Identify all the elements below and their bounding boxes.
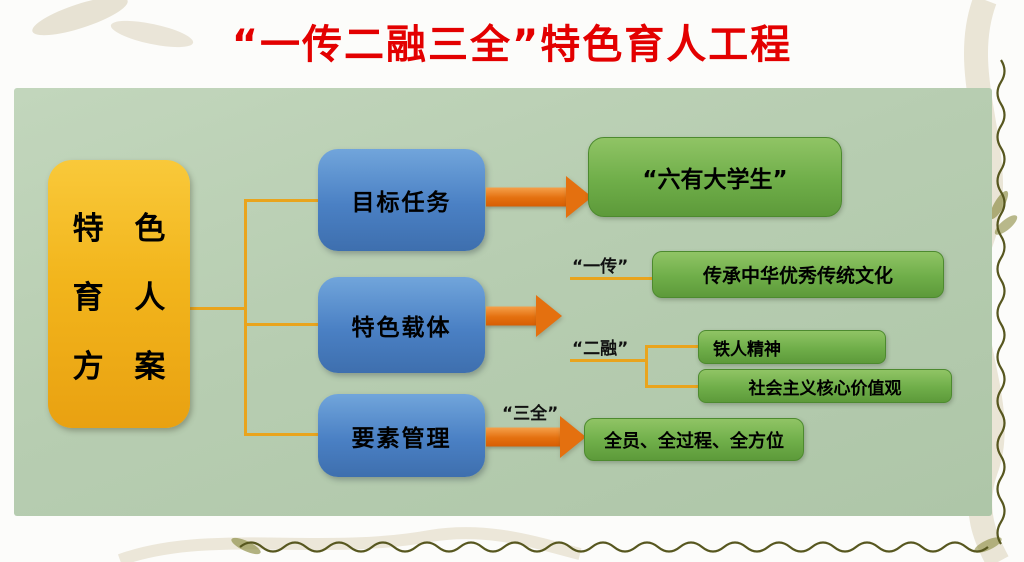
result-label: “六有大学生” [642, 167, 788, 193]
tag-sanquan: “三全” [502, 404, 559, 424]
connector-to-goal-task [244, 199, 318, 202]
connector-root-stub [189, 307, 246, 310]
connector-to-management [244, 433, 318, 436]
result-box-heritage-culture: 传承中华优秀传统文化 [652, 251, 944, 298]
result-box-six-haves: “六有大学生” [588, 137, 842, 217]
arrow-icon-goal-to-result [486, 176, 592, 218]
leaf-decoration [32, 0, 128, 36]
tag-yichuan: “一传” [572, 257, 629, 277]
arrow-head [566, 176, 592, 218]
connector-to-ironman [646, 345, 698, 348]
result-label: 全员、全过程、全方位 [604, 430, 784, 452]
branch-label: 要素管理 [351, 425, 452, 452]
arrow-body [486, 306, 540, 326]
arrow-icon-management-to-result [486, 416, 586, 458]
result-label: 社会主义核心价值观 [748, 378, 902, 399]
branch-box-element-management: 要素管理 [318, 394, 485, 477]
arrow-head [536, 295, 562, 337]
leaf-decoration [994, 215, 1018, 235]
result-label: 传承中华优秀传统文化 [702, 265, 893, 287]
root-box-line: 方 案 [72, 348, 176, 385]
connector-yichuan-line [570, 277, 652, 280]
leaf-decoration [231, 537, 261, 555]
squiggle-right-decoration [996, 59, 1006, 545]
result-label: 铁人精神 [713, 339, 781, 360]
ribbon-bottom-decoration [117, 527, 582, 562]
result-box-core-values: 社会主义核心价值观 [698, 369, 952, 403]
root-box-line: 特 色 [72, 210, 176, 247]
squiggle-bottom-decoration [239, 541, 989, 553]
arrow-body [486, 427, 564, 447]
connector-errong-spine [645, 345, 648, 388]
connector-vertical-spine [244, 199, 247, 436]
tag-errong: “二融” [572, 339, 629, 359]
page-title: “一传二融三全”特色育人工程 [231, 22, 793, 68]
connector-errong-line [570, 359, 648, 362]
result-box-ironman-spirit: 铁人精神 [698, 330, 886, 364]
leaf-decoration [110, 20, 194, 48]
leaf-decoration [974, 537, 1002, 553]
arrow-head [560, 416, 586, 458]
arrow-body [486, 187, 570, 207]
connector-to-corevalues [646, 385, 698, 388]
branch-box-special-carrier: 特色载体 [318, 277, 485, 373]
root-box-special-education-plan: 特 色 育 人 方 案 [48, 160, 190, 428]
connector-to-carrier [244, 323, 318, 326]
branch-label: 特色载体 [351, 315, 452, 341]
root-box-line: 育 人 [72, 279, 176, 316]
result-box-three-all: 全员、全过程、全方位 [584, 418, 804, 461]
arrow-icon-carrier-branch [486, 295, 562, 337]
branch-box-goal-task: 目标任务 [318, 149, 485, 251]
branch-label: 目标任务 [351, 190, 452, 216]
